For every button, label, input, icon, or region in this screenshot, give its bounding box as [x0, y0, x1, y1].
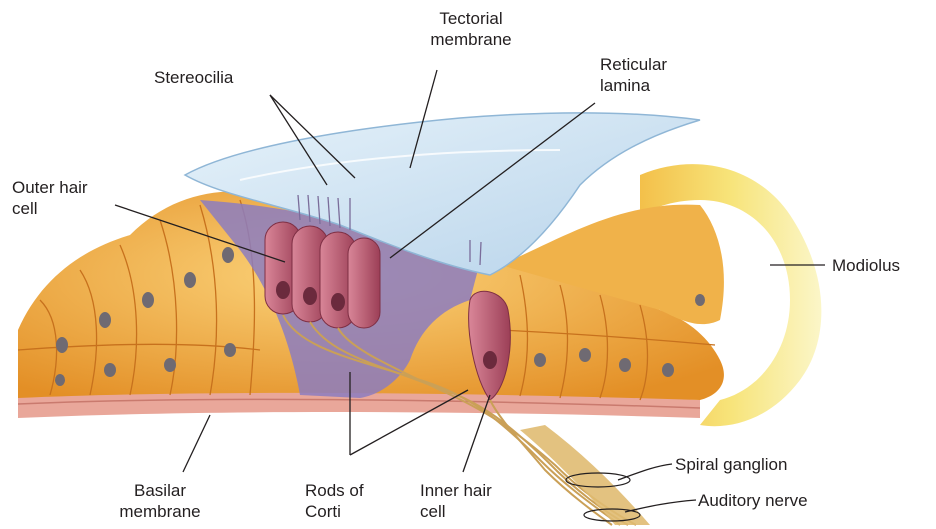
label-outer-hair-cell: Outer hair cell	[12, 177, 88, 219]
label-stereocilia: Stereocilia	[154, 67, 233, 88]
label-modiolus: Modiolus	[832, 255, 900, 276]
label-tectorial-membrane: Tectorial membrane	[418, 8, 524, 50]
label-auditory-nerve: Auditory nerve	[698, 490, 808, 511]
outer-hair-cells	[265, 222, 380, 328]
label-spiral-ganglion: Spiral ganglion	[675, 454, 787, 475]
label-inner-hair-cell: Inner hair cell	[420, 480, 492, 522]
label-reticular-lamina: Reticular lamina	[600, 54, 667, 96]
label-basilar-membrane: Basilar membrane	[100, 480, 220, 522]
label-rods-of-corti: Rods of Corti	[305, 480, 364, 522]
